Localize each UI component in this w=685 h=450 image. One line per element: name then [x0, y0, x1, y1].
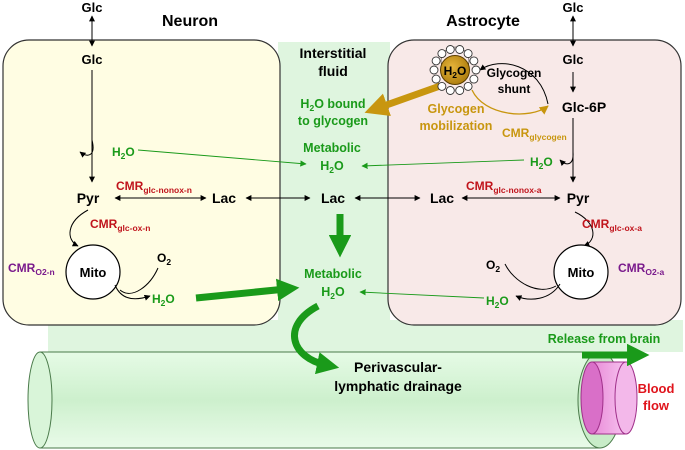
perivascular-line2: lymphatic drainage [334, 378, 462, 394]
pyr-astro: Pyr [567, 190, 590, 206]
h2o-bound-line2: to glycogen [298, 114, 368, 128]
glc-top-astro: Glc [563, 0, 584, 15]
glc-astro: Glc [563, 52, 584, 67]
arrow-h2o-neuron-mito-to-metabolic [195, 278, 300, 302]
astrocyte-title: Astrocyte [446, 13, 520, 30]
arrow-mito-to-h2o-neuron [114, 284, 151, 301]
h2o-neuron-mito: H2O [152, 292, 175, 308]
metabolic-h2o-top: H2O [320, 159, 344, 175]
mito-astro [553, 244, 609, 300]
glycogen-bead [455, 86, 465, 95]
metabolic-label-bottom: Metabolic [304, 267, 362, 281]
cmr-glc-nonox-a: CMRglc-nonox-a [466, 179, 542, 195]
glycogen-bead [463, 49, 473, 59]
lac-interstitial: Lac [321, 190, 345, 206]
glycogen-granule [429, 45, 481, 95]
blood-vessel [27, 351, 638, 449]
arrow-h2o-astro-to-metabolic [361, 159, 525, 169]
curve-o2-astro [504, 263, 557, 290]
arrow-perivascular-drainage [291, 302, 340, 375]
glycogen-mob-line1: Glycogen [428, 102, 485, 116]
pyr-neuron: Pyr [77, 190, 100, 206]
h2o-neuron-glycolysis: H2O [112, 145, 135, 161]
glc6p-label: Glc-6P [562, 99, 606, 115]
branch-h2o-astro [559, 151, 574, 166]
cmr-glc-ox-n: CMRglc-ox-n [90, 217, 150, 233]
glycogen-shunt-line1: Glycogen [487, 66, 542, 80]
mito-neuron [65, 244, 121, 300]
interstitial-title-line1: Interstitial [300, 45, 367, 61]
branch-h2o-neuron [79, 139, 94, 158]
h2o-astro-mito: H2O [486, 294, 509, 310]
interstitial-fluid-region [278, 42, 390, 332]
lac-astro: Lac [430, 190, 454, 206]
h2o-astro-glycolysis: H2O [530, 155, 553, 171]
interstitial-title-line2: fluid [318, 63, 348, 79]
blood-flow-line1: Blood [638, 381, 675, 396]
cmr-glycogen: CMRglycogen [502, 126, 567, 142]
arrow-glycogen-shunt-bottom [471, 89, 549, 115]
mito-astro-label: Mito [568, 265, 595, 280]
glycogen-bead [445, 86, 455, 95]
metabolic-label-top: Metabolic [303, 141, 361, 155]
glycogen-mob-line2: mobilization [420, 119, 493, 133]
glycogen-bead [437, 81, 447, 91]
neuron-title: Neuron [162, 13, 218, 30]
glycogen-bead [469, 74, 479, 84]
arrow-pyr-to-mito-neuron [69, 209, 89, 247]
arrow-glycogen-mobilization [364, 82, 442, 117]
glycogen-bead [431, 74, 441, 84]
mito-neuron-label: Mito [80, 265, 107, 280]
glycogen-bead [471, 65, 481, 75]
astrocyte-cell [387, 39, 682, 326]
arrow-h2o-neuron-to-metabolic [137, 149, 307, 167]
h2o-bound-line1: H2O bound [300, 97, 365, 113]
glycogen-shunt-line2: shunt [498, 82, 531, 96]
neuron-cell [2, 39, 281, 326]
glycogen-bead [445, 45, 455, 54]
cmr-o2-a: CMRO2-a [618, 261, 664, 277]
cmr-o2-n: CMRO2-n [8, 261, 55, 277]
glycogen-bead [455, 45, 465, 54]
glc-neuron: Glc [82, 52, 103, 67]
arrow-glycogen-shunt-top [479, 63, 549, 105]
curve-o2-neuron [119, 267, 159, 294]
o2-neuron: O2 [157, 251, 171, 267]
arrow-h2o-astro-mito-to-metabolic [359, 289, 485, 299]
arrow-mito-to-h2o-astro [515, 283, 561, 301]
release-from-brain: Release from brain [548, 332, 661, 346]
metabolic-h2o-bottom: H2O [321, 285, 345, 301]
blood-flow-line2: flow [643, 398, 670, 413]
glycogen-bead [429, 65, 439, 75]
glycogen-bead [469, 56, 479, 66]
glc-top-neuron: Glc [82, 0, 103, 15]
cmr-glc-ox-a: CMRglc-ox-a [582, 217, 642, 233]
h2o-granule: H2O [444, 64, 467, 80]
perivascular-line1: Perivascular- [354, 359, 442, 375]
glycogen-bead [437, 49, 447, 59]
glycogen-bead [431, 56, 441, 66]
lac-neuron: Lac [212, 190, 236, 206]
glycogen-bead [463, 81, 473, 91]
arrow-pyr-to-mito-astro [574, 211, 594, 247]
cmr-glc-nonox-n: CMRglc-nonox-n [116, 179, 192, 195]
o2-astro: O2 [486, 258, 500, 274]
